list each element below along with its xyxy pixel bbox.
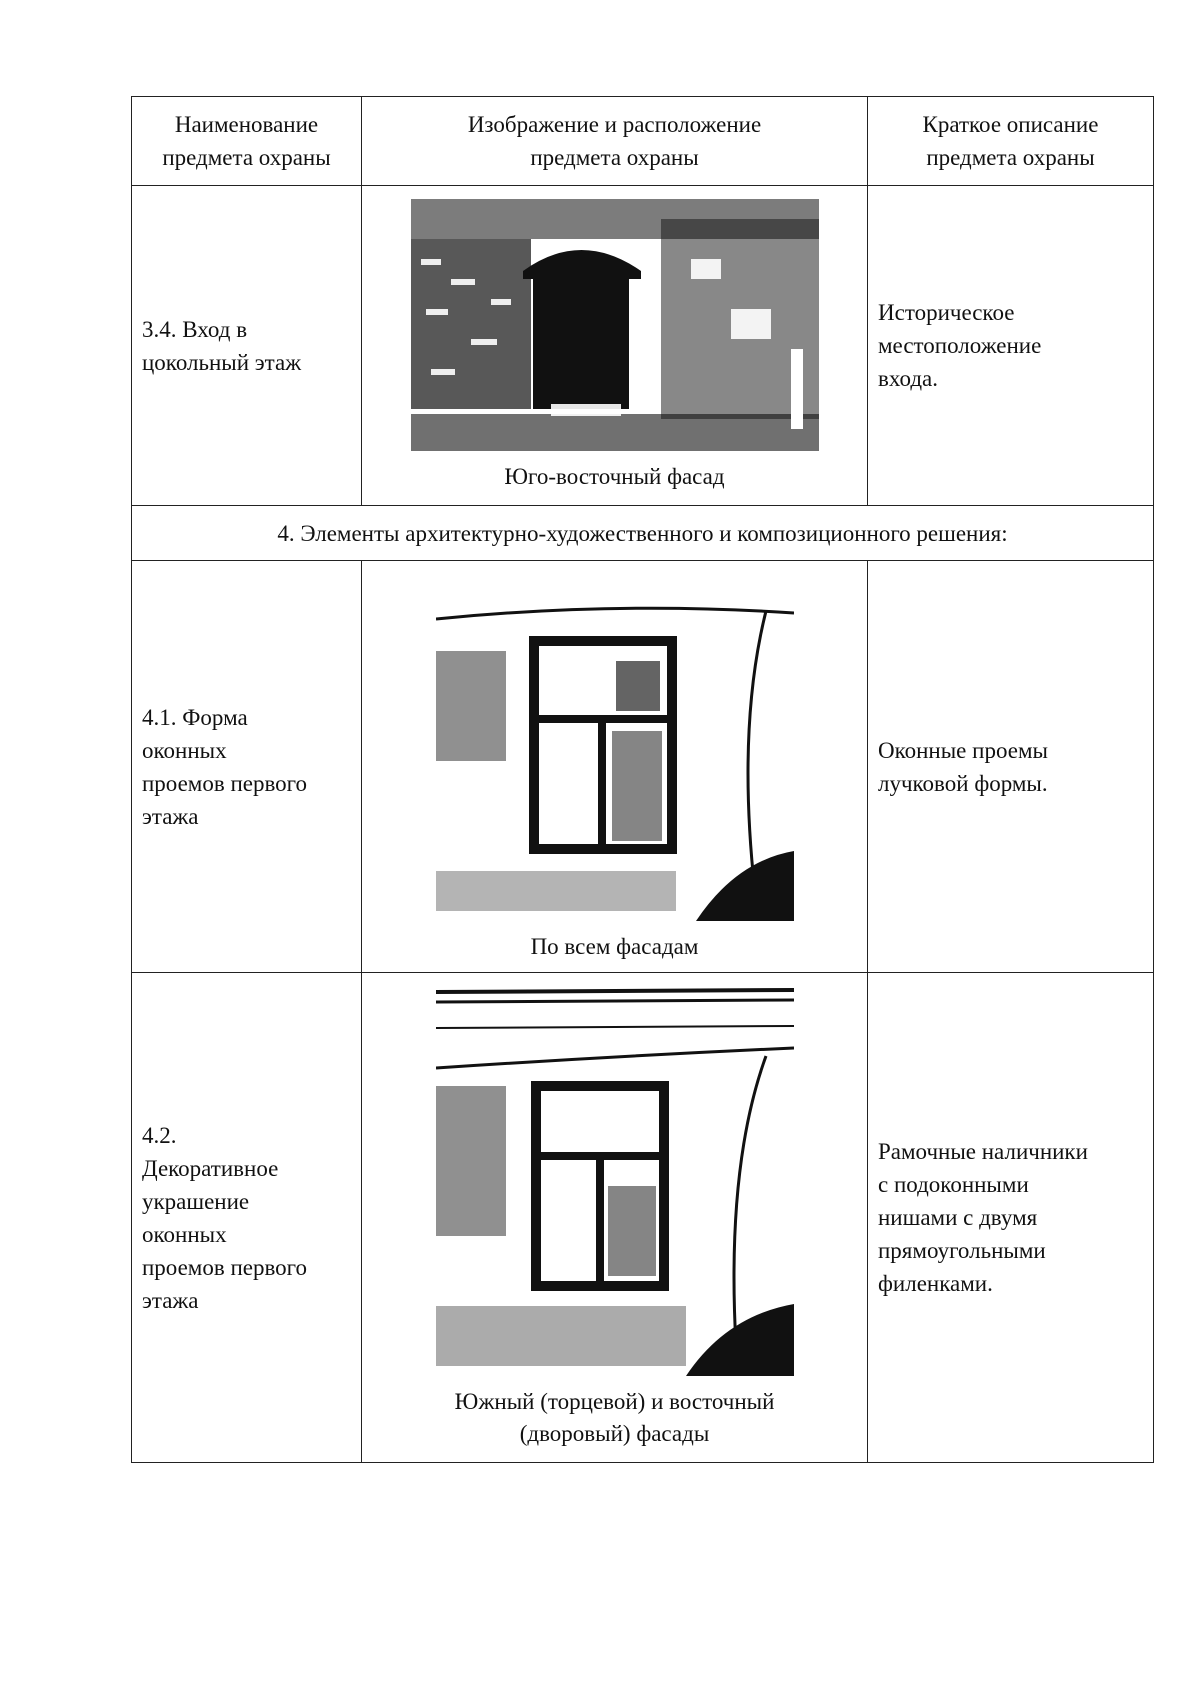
photo-window-frame xyxy=(435,985,794,1376)
header-description: Краткое описание предмета охраны xyxy=(867,96,1154,186)
item-name: 4.1. Форма оконных проемов первого этажа xyxy=(131,560,362,973)
section-row: 4. Элементы архитектурно-художественного… xyxy=(131,505,1154,561)
item-image-cell: Юго-восточный фасад xyxy=(361,185,868,506)
table-row: 4.2. Декоративное украшение оконных прое… xyxy=(131,972,1154,1463)
table-row: 3.4. Вход в цокольный этаж xyxy=(131,185,1154,506)
item-name: 3.4. Вход в цокольный этаж xyxy=(131,185,362,506)
item-image-cell: Южный (торцевой) и восточный (дворовый) … xyxy=(361,972,868,1463)
image-caption: Юго-восточный фасад xyxy=(504,463,725,489)
header-image: Изображение и расположение предмета охра… xyxy=(361,96,868,186)
item-description: Рамочные наличники с подоконными нишами … xyxy=(867,972,1154,1463)
protection-subjects-table: Наименование предмета охраны Изображение… xyxy=(131,96,1154,1463)
photo-basement-entrance xyxy=(410,198,819,451)
table-header-row: Наименование предмета охраны Изображение… xyxy=(131,96,1154,186)
image-caption: Южный (торцевой) и восточный (дворовый) … xyxy=(454,1388,775,1446)
item-image-cell: По всем фасадам xyxy=(361,560,868,973)
table-row: 4.1. Форма оконных проемов первого этажа xyxy=(131,560,1154,973)
image-caption: По всем фасадам xyxy=(530,933,699,959)
item-name: 4.2. Декоративное украшение оконных прое… xyxy=(131,972,362,1463)
photo-window-arch xyxy=(435,570,794,921)
header-name: Наименование предмета охраны xyxy=(131,96,362,186)
section-title: 4. Элементы архитектурно-художественного… xyxy=(131,505,1154,561)
item-description: Историческое местоположение входа. xyxy=(867,185,1154,506)
item-description: Оконные проемы лучковой формы. xyxy=(867,560,1154,973)
